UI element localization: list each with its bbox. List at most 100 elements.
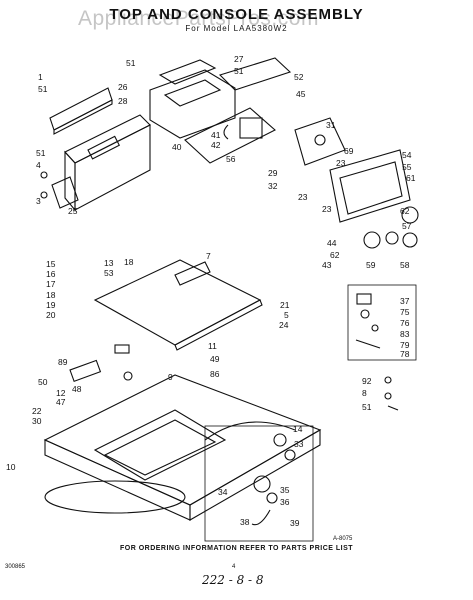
callout-label: 62 bbox=[330, 250, 340, 260]
callout-label: 50 bbox=[38, 377, 48, 387]
control-housing bbox=[149, 59, 236, 139]
callout-label: 5 bbox=[284, 310, 289, 320]
callout-label: 55 bbox=[402, 162, 412, 172]
callout-label: 51 bbox=[362, 402, 372, 412]
lid-assembly bbox=[93, 259, 263, 351]
callout-label: 42 bbox=[211, 140, 221, 150]
callout-label: 51 bbox=[36, 148, 46, 158]
screw bbox=[40, 171, 48, 179]
callout-label: 34 bbox=[218, 487, 228, 497]
callout-label: 35 bbox=[280, 485, 290, 495]
reference-code: A-8075 bbox=[333, 536, 353, 542]
washer-top bbox=[43, 374, 322, 521]
mounting-plate bbox=[184, 107, 276, 164]
callout-label: 45 bbox=[296, 89, 306, 99]
callout-label: 41 bbox=[211, 130, 221, 140]
callout-label: 30 bbox=[32, 416, 42, 426]
console-housing bbox=[64, 114, 151, 212]
hardware-inset bbox=[347, 284, 417, 361]
callout-label: 56 bbox=[226, 154, 236, 164]
callout-label: 13 bbox=[104, 258, 114, 268]
callout-label: 15 bbox=[46, 259, 56, 269]
callout-label: 9 bbox=[168, 372, 173, 382]
callout-label: 18 bbox=[124, 257, 134, 267]
callout-label: 38 bbox=[240, 517, 250, 527]
callout-label: 61 bbox=[406, 173, 416, 183]
page-number: 4 bbox=[232, 564, 236, 570]
switch-assembly bbox=[223, 117, 263, 140]
callout-label: 47 bbox=[56, 397, 66, 407]
callout-label: 18 bbox=[46, 290, 56, 300]
lid-switch-inset bbox=[204, 425, 314, 542]
callout-label: 27 bbox=[234, 54, 244, 64]
callout-label: 32 bbox=[268, 181, 278, 191]
diagram-title: TOP AND CONSOLE ASSEMBLY bbox=[109, 6, 364, 23]
hinge-parts bbox=[69, 344, 133, 382]
callout-label: 16 bbox=[46, 269, 56, 279]
ordering-note: FOR ORDERING INFORMATION REFER TO PARTS … bbox=[119, 545, 354, 552]
console-end-panel bbox=[49, 87, 113, 135]
callout-label: 26 bbox=[118, 82, 128, 92]
callout-label: 49 bbox=[210, 354, 220, 364]
rear-panel bbox=[218, 57, 292, 91]
callout-label: 79 bbox=[400, 340, 410, 350]
callout-label: 22 bbox=[32, 406, 42, 416]
callout-label: 51 bbox=[38, 84, 48, 94]
callout-label: 28 bbox=[118, 96, 128, 106]
callout-label: 23 bbox=[298, 192, 308, 202]
callout-label: 19 bbox=[46, 300, 56, 310]
handwritten-note: 222 - 8 - 8 bbox=[202, 573, 264, 587]
knob-set bbox=[363, 206, 419, 249]
callout-label: 69 bbox=[344, 146, 354, 156]
callout-label: 52 bbox=[294, 72, 304, 82]
document-code: 300865 bbox=[5, 564, 26, 570]
callout-label: 78 bbox=[400, 349, 410, 359]
callout-label: 12 bbox=[56, 388, 66, 398]
screw-group bbox=[384, 376, 399, 411]
callout-label: 21 bbox=[280, 300, 290, 310]
callout-label: 23 bbox=[336, 158, 346, 168]
callout-label: 37 bbox=[400, 296, 410, 306]
callout-label: 86 bbox=[210, 369, 220, 379]
callout-label: 51 bbox=[126, 58, 136, 68]
callout-label: 53 bbox=[104, 268, 114, 278]
callout-label: 20 bbox=[46, 310, 56, 320]
callout-label: 1 bbox=[38, 72, 43, 82]
callout-label: 8 bbox=[362, 388, 367, 398]
callout-label: 83 bbox=[400, 329, 410, 339]
callout-label: 39 bbox=[290, 518, 300, 528]
console-bracket bbox=[51, 176, 79, 209]
callout-label: 43 bbox=[322, 260, 332, 270]
callout-label: 7 bbox=[206, 251, 211, 261]
callout-label: 58 bbox=[400, 260, 410, 270]
callout-label: 14 bbox=[293, 424, 303, 434]
callout-label: 11 bbox=[208, 341, 217, 351]
callout-label: 3 bbox=[36, 196, 41, 206]
callout-label: 48 bbox=[72, 384, 82, 394]
callout-label: 44 bbox=[327, 238, 337, 248]
callout-label: 24 bbox=[279, 320, 289, 330]
console-door bbox=[329, 149, 411, 223]
wire-harness bbox=[204, 421, 296, 441]
lid-gasket bbox=[44, 480, 186, 514]
callout-label: 23 bbox=[322, 204, 332, 214]
callout-label: 29 bbox=[268, 168, 278, 178]
callout-label: 51 bbox=[234, 66, 244, 76]
callout-label: 17 bbox=[46, 279, 56, 289]
callout-label: 75 bbox=[400, 307, 410, 317]
callout-label: 89 bbox=[58, 357, 68, 367]
callout-label: 4 bbox=[36, 160, 41, 170]
callout-label: 59 bbox=[366, 260, 376, 270]
callout-label: 92 bbox=[362, 376, 372, 386]
timer-block bbox=[294, 117, 346, 166]
callout-label: 10 bbox=[6, 462, 16, 472]
screw bbox=[40, 191, 48, 199]
callout-label: 40 bbox=[172, 142, 182, 152]
callout-label: 62 bbox=[400, 206, 410, 216]
watermark: AppliancePartsPros.com bbox=[78, 7, 319, 30]
callout-label: 31 bbox=[326, 120, 336, 130]
callout-label: 54 bbox=[402, 150, 412, 160]
